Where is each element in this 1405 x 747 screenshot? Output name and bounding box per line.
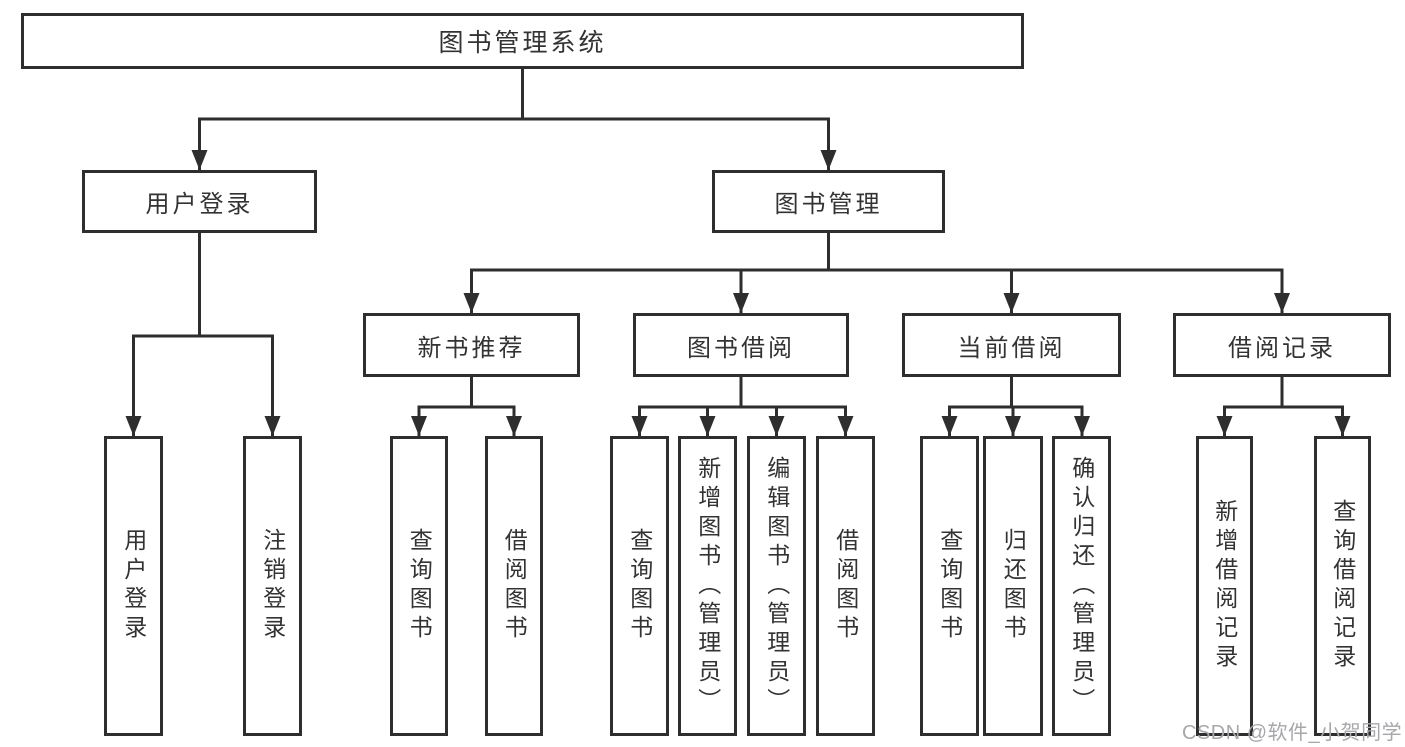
node-book-borrow: 图书借阅 [633, 313, 849, 377]
leaf-recommend-borrow-book: 借阅图书 [485, 436, 543, 736]
edge-user-login-to-leaves [125, 233, 281, 436]
edge-book-borrow-to-leaves [631, 377, 854, 436]
node-user-login: 用户登录 [82, 170, 317, 233]
leaf-current-return-book: 归还图书 [983, 436, 1043, 736]
edge-new-book-recommend-to-leaves [411, 377, 522, 436]
node-library-management-system: 图书管理系统 [21, 13, 1024, 69]
node-borrow-records: 借阅记录 [1173, 313, 1391, 377]
node-book-management: 图书管理 [712, 170, 945, 233]
node-label: 归还图书 [1000, 528, 1027, 644]
edge-current-borrow-to-leaves [941, 377, 1090, 436]
node-label: 当前借阅 [957, 334, 1066, 362]
node-new-book-recommend: 新书推荐 [363, 313, 580, 377]
edge-root-to-level2 [191, 69, 837, 170]
node-current-borrow: 当前借阅 [902, 313, 1121, 377]
node-label: 注销登录 [259, 528, 286, 644]
node-label: 借阅图书 [832, 528, 859, 644]
edge-borrow-records-to-leaves [1216, 377, 1351, 436]
node-label: 查询图书 [406, 528, 433, 644]
node-label: 查询图书 [626, 528, 653, 644]
node-label: 新增借阅记录 [1211, 499, 1238, 673]
node-label: 图书借阅 [687, 334, 795, 362]
node-label: 用户登录 [145, 191, 254, 218]
leaf-logout: 注销登录 [243, 436, 302, 736]
node-label: 图书管理系统 [438, 29, 607, 57]
leaf-borrow-edit-book-admin: 编辑图书（管理员） [747, 436, 806, 736]
node-label: 确认归还（管理员） [1068, 455, 1095, 717]
node-label: 借阅记录 [1228, 334, 1336, 362]
node-label: 新增图书（管理员） [694, 455, 721, 717]
leaf-records-add-record: 新增借阅记录 [1196, 436, 1253, 736]
node-label: 借阅图书 [501, 528, 528, 644]
node-label: 图书管理 [774, 191, 883, 218]
leaf-user-login: 用户登录 [104, 436, 163, 736]
node-label: 查询图书 [936, 528, 963, 644]
node-label: 编辑图书（管理员） [763, 455, 790, 717]
leaf-records-query-record: 查询借阅记录 [1314, 436, 1371, 736]
leaf-borrow-add-book-admin: 新增图书（管理员） [678, 436, 737, 736]
leaf-borrow-query-book: 查询图书 [610, 436, 669, 736]
edge-book-management-to-level3 [463, 233, 1290, 313]
csdn-watermark: CSDN @软件_小贺同学 [1182, 722, 1403, 744]
leaf-recommend-query-book: 查询图书 [390, 436, 448, 736]
leaf-borrow-borrow-book: 借阅图书 [816, 436, 875, 736]
leaf-current-confirm-return-admin: 确认归还（管理员） [1052, 436, 1111, 736]
node-label: 用户登录 [120, 528, 147, 644]
leaf-current-query-book: 查询图书 [920, 436, 979, 736]
node-label: 查询借阅记录 [1329, 499, 1356, 673]
node-label: 新书推荐 [417, 334, 526, 362]
